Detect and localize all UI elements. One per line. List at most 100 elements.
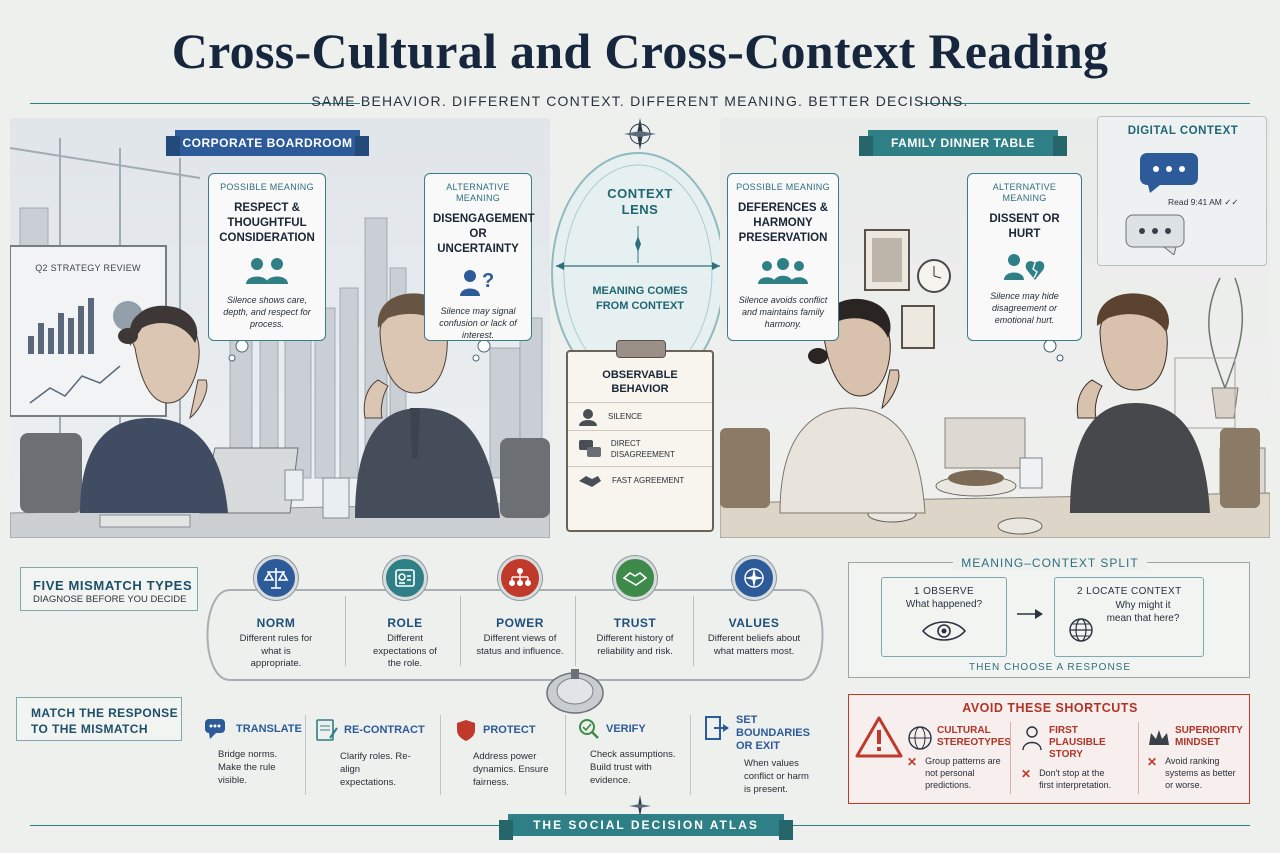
boardroom-alternative-card: ALTERNATIVE MEANING DISENGAGEMENT OR UNC… xyxy=(424,173,535,341)
response-name: SET BOUNDARIES OR EXIT xyxy=(736,714,810,752)
behavior-item-silence: SILENCE xyxy=(568,402,712,430)
divider xyxy=(575,596,576,666)
mismatch-name: ROLE xyxy=(387,616,423,630)
svg-text:?: ? xyxy=(482,270,494,292)
person-icon xyxy=(1022,726,1042,751)
mismatch-title: FIVE MISMATCH TYPES xyxy=(33,578,193,593)
mismatch-type-norm: NORM Different rules for what is appropr… xyxy=(221,556,331,671)
step-number: 1 xyxy=(913,586,920,597)
split-title-wrap: MEANING–CONTEXT SPLIT xyxy=(849,554,1251,572)
avoid-name: FIRST PLAUSIBLE STORY xyxy=(1049,725,1106,760)
avoid-desc: Avoid ranking systems as better or worse… xyxy=(1165,756,1236,790)
divider xyxy=(1010,722,1011,794)
divider xyxy=(780,825,1250,826)
step-question: Why might it mean that here? xyxy=(1106,600,1180,624)
clip-icon xyxy=(616,340,666,358)
card-desc: Silence shows care, depth, and respect f… xyxy=(223,295,311,329)
read-receipt: Read 9:41 AM ✓✓ xyxy=(1168,197,1239,207)
step-label: OBSERVE xyxy=(923,586,975,597)
broken-heart-icon xyxy=(976,252,1073,282)
response-name: VERIFY xyxy=(606,723,646,735)
mismatch-name: TRUST xyxy=(613,616,657,630)
card-heading: DISENGAGEMENT OR UNCERTAINTY xyxy=(433,213,535,255)
x-icon: ✕ xyxy=(1147,755,1158,769)
avoid-name: SUPERIORITY MINDSET xyxy=(1175,725,1243,748)
split-title: MEANING–CONTEXT SPLIT xyxy=(953,556,1147,570)
family-alternative-card: ALTERNATIVE MEANING DISSENT OR HURT Sile… xyxy=(967,173,1082,341)
globe-icon xyxy=(1069,618,1093,642)
card-kicker: ALTERNATIVE MEANING xyxy=(446,182,510,203)
response-desc: Clarify roles. Re-align expectations. xyxy=(340,751,411,788)
response-title: MATCH THE RESPONSE TO THE MISMATCH xyxy=(31,706,178,736)
mismatch-desc: Different rules for what is appropriate. xyxy=(239,633,313,669)
speech-icon xyxy=(205,719,225,739)
handshake-icon xyxy=(579,475,601,487)
subtitle: SAME BEHAVIOR. DIFFERENT CONTEXT. DIFFER… xyxy=(311,93,969,109)
screen-label: Q2 STRATEGY REVIEW xyxy=(35,263,141,273)
globe-icon xyxy=(908,726,932,750)
dial-knob-icon[interactable] xyxy=(545,667,605,715)
digital-label: DIGITAL CONTEXT xyxy=(1127,125,1239,137)
divider xyxy=(305,715,306,795)
mismatch-desc: Different beliefs about what matters mos… xyxy=(707,633,801,657)
clipboard-title: OBSERVABLE BEHAVIOR xyxy=(602,369,678,395)
mismatch-name: VALUES xyxy=(728,616,780,630)
family-group-icon xyxy=(736,256,830,286)
x-icon: ✕ xyxy=(1021,767,1032,781)
avoid-item-stereotypes: CULTURAL STEREOTYPES ✕Group patterns are… xyxy=(907,725,1017,791)
step-label: LOCATE CONTEXT xyxy=(1086,586,1182,597)
response-desc: When values conflict or harm is present. xyxy=(744,758,809,795)
avoid-shortcuts-panel: AVOID THESE SHORTCUTS CULTURAL STEREOTYP… xyxy=(848,694,1250,804)
response-name: PROTECT xyxy=(483,724,536,736)
divider xyxy=(690,715,691,795)
crown-icon xyxy=(1149,730,1169,745)
question-person-icon: ? xyxy=(433,267,523,297)
avoid-title: AVOID THESE SHORTCUTS xyxy=(962,701,1138,715)
card-kicker: ALTERNATIVE MEANING xyxy=(992,182,1057,203)
card-heading: DISSENT OR HURT xyxy=(989,213,1060,240)
response-recontract: RE-CONTRACT Clarify roles. Re-align expe… xyxy=(314,718,434,789)
boardroom-label: CORPORATE BOARDROOM xyxy=(175,130,360,156)
compass-icon xyxy=(732,556,776,600)
divider xyxy=(1138,722,1139,794)
footer-banner: THE SOCIAL DECISION ATLAS xyxy=(508,814,784,836)
hierarchy-icon xyxy=(498,556,542,600)
shield-icon xyxy=(457,720,475,741)
behavior-item-agreement: FAST AGREEMENT xyxy=(568,466,712,494)
divider xyxy=(30,103,360,104)
card-desc: Silence avoids conflict and maintains fa… xyxy=(738,295,828,329)
lens-caption: MEANING COMES FROM CONTEXT xyxy=(592,285,688,312)
response-name: TRANSLATE xyxy=(236,723,302,735)
digital-context-panel: DIGITAL CONTEXT Read 9:41 AM ✓✓ xyxy=(1097,116,1267,266)
card-desc: Silence may signal confusion or lack of … xyxy=(439,306,517,340)
meaning-context-split-panel: MEANING–CONTEXT SPLIT 1 OBSERVE What hap… xyxy=(848,556,1250,678)
boardroom-possible-card: POSSIBLE MEANING RESPECT & THOUGHTFUL CO… xyxy=(208,173,326,341)
mismatch-type-values: VALUES Different beliefs about what matt… xyxy=(699,556,809,658)
lens-title: CONTEXT LENS xyxy=(607,186,673,217)
mismatch-type-trust: TRUST Different history of reliability a… xyxy=(580,556,690,658)
mismatch-name: POWER xyxy=(496,616,544,630)
mismatch-desc: Different history of reliability and ris… xyxy=(596,633,674,657)
mismatch-name: NORM xyxy=(256,616,296,630)
observe-step: 1 OBSERVE What happened? xyxy=(881,577,1007,657)
x-icon: ✕ xyxy=(907,755,918,769)
response-desc: Check assumptions. Build trust with evid… xyxy=(590,749,676,786)
compass-rose-icon xyxy=(629,795,651,817)
observable-behavior-clipboard: OBSERVABLE BEHAVIOR SILENCE DIRECT DISAG… xyxy=(566,340,714,532)
warning-icon xyxy=(855,716,903,758)
chat-bubble-icon xyxy=(1140,153,1198,193)
divider xyxy=(440,715,441,795)
card-kicker: POSSIBLE MEANING xyxy=(736,182,830,192)
speech-bubbles-icon xyxy=(579,439,601,457)
chat-bubble-icon xyxy=(1125,214,1185,255)
card-kicker: POSSIBLE MEANING xyxy=(220,182,314,192)
exit-icon xyxy=(705,716,729,740)
mismatch-track xyxy=(206,589,824,681)
behavior-label: DIRECT DISAGREEMENT xyxy=(610,438,675,459)
avoid-name: CULTURAL STEREOTYPES xyxy=(937,725,1011,748)
mismatch-header: FIVE MISMATCH TYPES DIAGNOSE BEFORE YOU … xyxy=(20,567,198,611)
avoid-desc: Don't stop at the first interpretation. xyxy=(1039,768,1112,790)
response-boundaries: SET BOUNDARIES OR EXIT When values confl… xyxy=(704,714,834,796)
mismatch-desc: Different expectations of the role. xyxy=(373,633,437,669)
divider xyxy=(565,715,566,795)
